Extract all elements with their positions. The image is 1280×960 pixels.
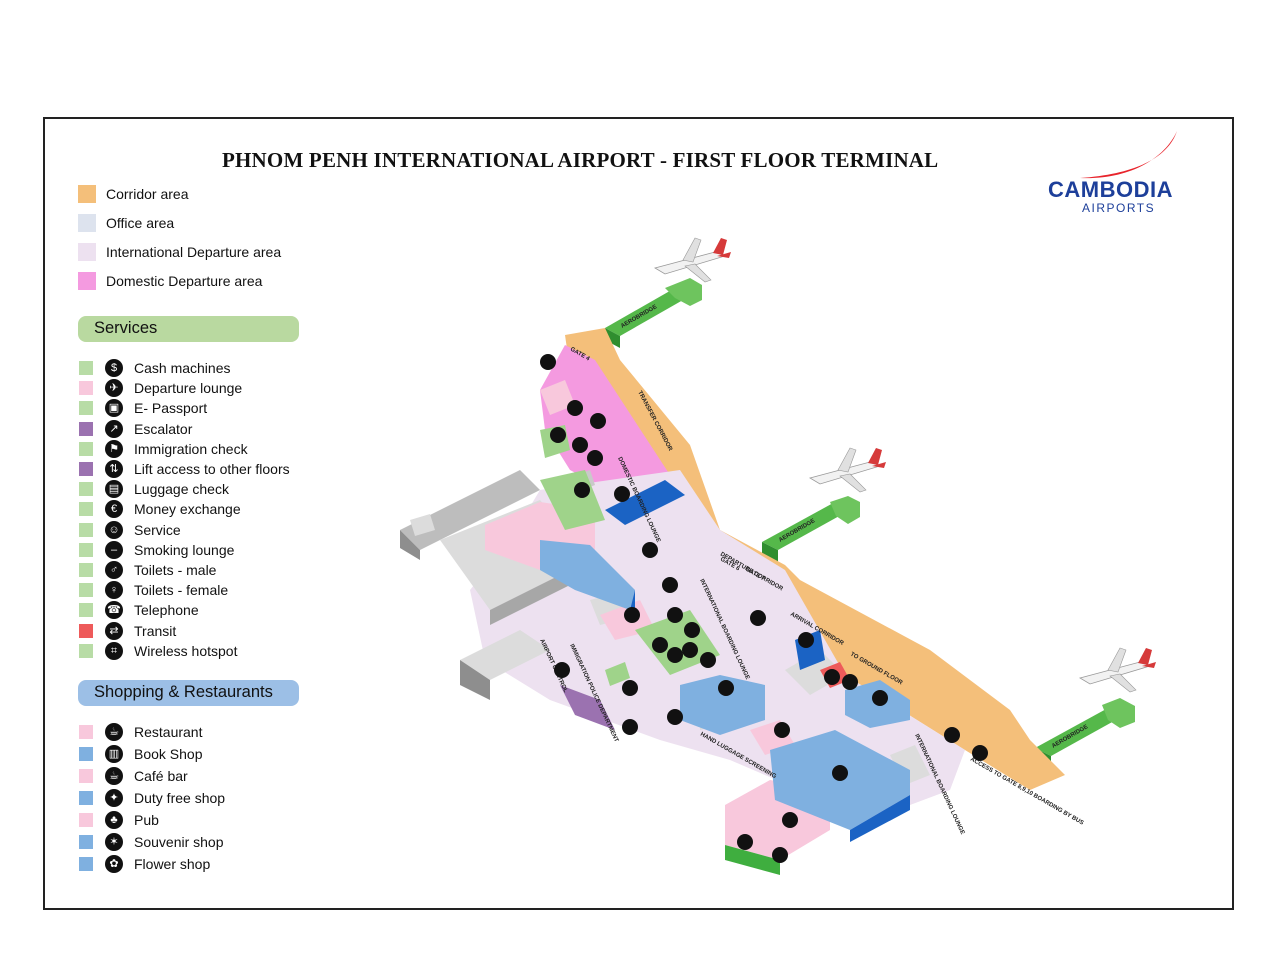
domestic-lounge: [540, 345, 670, 505]
escalator-area: [560, 685, 615, 730]
duty-free-icon: ✦: [105, 789, 123, 807]
transit-icon: ⇄: [105, 621, 123, 640]
legend-label: Toilets - male: [134, 562, 217, 578]
aerobridge-middle: AEROBRIDGE: [762, 496, 860, 562]
legend-label: Toilets - female: [134, 582, 229, 599]
coffee-icon: ☕: [105, 767, 123, 785]
legend-swatch: [79, 421, 93, 436]
legend-label: International Departure area: [106, 244, 282, 260]
female-toilet-icon: ♀: [105, 581, 123, 600]
legend-swatch: [79, 361, 93, 375]
legend-swatch: [79, 725, 93, 739]
male-toilet-icon: ♂: [105, 561, 123, 579]
restaurant-icon: ☕: [105, 723, 123, 741]
shopping-heading: Shopping & Restaurants: [78, 680, 299, 706]
escalator-icon: ↗: [105, 419, 123, 438]
departure-lounge-icon: ✈: [105, 379, 123, 398]
corridor-area: [565, 328, 1065, 790]
telephone-icon: ☎: [105, 601, 123, 620]
legend-label: Book Shop: [134, 746, 203, 762]
legend-label: E- Passport: [134, 400, 208, 417]
aircraft-icon: [653, 237, 731, 283]
legend-label: Smoking lounge: [134, 541, 235, 558]
legend-label: Duty free shop: [134, 790, 226, 806]
domestic-swatch: [78, 272, 96, 290]
legend-label: Departure lounge: [134, 380, 243, 397]
legend-label: Service: [134, 521, 181, 538]
services-heading: Services: [78, 316, 299, 342]
office-swatch: [78, 214, 96, 232]
shopping-heading-label: Shopping & Restaurants: [94, 683, 273, 701]
logo-text-secondary: AIRPORTS: [1082, 201, 1156, 215]
service-icon: ☺: [105, 520, 123, 539]
logo-text-primary: CAMBODIA: [1048, 177, 1173, 202]
international-swatch: [78, 243, 96, 261]
legend-swatch: [79, 835, 93, 849]
legend-swatch: [79, 813, 93, 827]
legend-swatch: [79, 401, 93, 416]
aerobridge-north: AEROBRIDGE: [605, 278, 702, 348]
cambodia-airports-logo: CAMBODIA AIRPORTS: [1040, 128, 1210, 218]
legend-label: Pub: [134, 812, 159, 828]
pub-icon: ♣: [105, 811, 123, 829]
legend-swatch: [79, 482, 93, 497]
book-icon: ▥: [105, 745, 123, 763]
legend-label: Money exchange: [134, 501, 241, 518]
legend-label: Café bar: [134, 768, 188, 784]
legend-label: Souvenir shop: [134, 834, 224, 850]
legend-swatch: [79, 583, 93, 598]
lift-icon: ⇅: [105, 460, 123, 478]
flower-icon: ✿: [105, 855, 123, 873]
legend-label: Lift access to other floors: [134, 461, 290, 477]
legend-swatch: [79, 462, 93, 476]
legend-label: Corridor area: [106, 186, 189, 202]
aerobridge-south: AEROBRIDGE: [1035, 698, 1135, 768]
luggage-icon: ▤: [105, 480, 123, 499]
immigration-icon: ⚑: [105, 439, 123, 458]
smoking-icon: ‒: [105, 540, 123, 559]
legend-label: Telephone: [134, 602, 199, 619]
legend-label: Wireless hotspot: [134, 642, 238, 659]
legend-swatch: [79, 623, 93, 638]
legend-swatch: [79, 603, 93, 618]
legend-label: Flower shop: [134, 856, 211, 872]
aircraft-icon: [1078, 647, 1156, 693]
legend-swatch: [79, 502, 93, 517]
services-heading-label: Services: [94, 319, 158, 337]
legend-swatch: [79, 522, 93, 537]
legend-swatch: [79, 542, 93, 557]
souvenir-icon: ✶: [105, 833, 123, 851]
legend-swatch: [79, 563, 93, 577]
cash-machine-icon: $: [105, 359, 123, 377]
legend-swatch: [79, 857, 93, 871]
legend-label: Office area: [106, 215, 175, 231]
terminal-map: AEROBRIDGE AEROBRIDGE AEROBRIDGE: [400, 237, 1156, 875]
corridor-swatch: [78, 185, 96, 203]
wifi-icon: ⌗: [105, 641, 123, 660]
legend-label: Luggage check: [134, 481, 229, 498]
map-icons: [540, 354, 988, 863]
legend-label: Cash machines: [134, 360, 231, 376]
legend-label: Transit: [134, 622, 177, 639]
legend-label: Escalator: [134, 420, 193, 437]
legend-label: Restaurant: [134, 724, 203, 740]
page-title: PHNOM PENH INTERNATIONAL AIRPORT - FIRST…: [222, 148, 939, 172]
e-passport-icon: ▣: [105, 399, 123, 418]
aircraft-icon: [808, 447, 886, 493]
legend-swatch: [79, 769, 93, 783]
legend-swatch: [79, 381, 93, 396]
legend-label: Domestic Departure area: [106, 273, 263, 289]
legend-swatch: [79, 791, 93, 805]
money-exchange-icon: €: [105, 500, 123, 519]
legend-swatch: [79, 643, 93, 658]
legend-label: Immigration check: [134, 440, 248, 457]
legend-swatch: [79, 747, 93, 761]
legend-swatch: [79, 441, 93, 456]
